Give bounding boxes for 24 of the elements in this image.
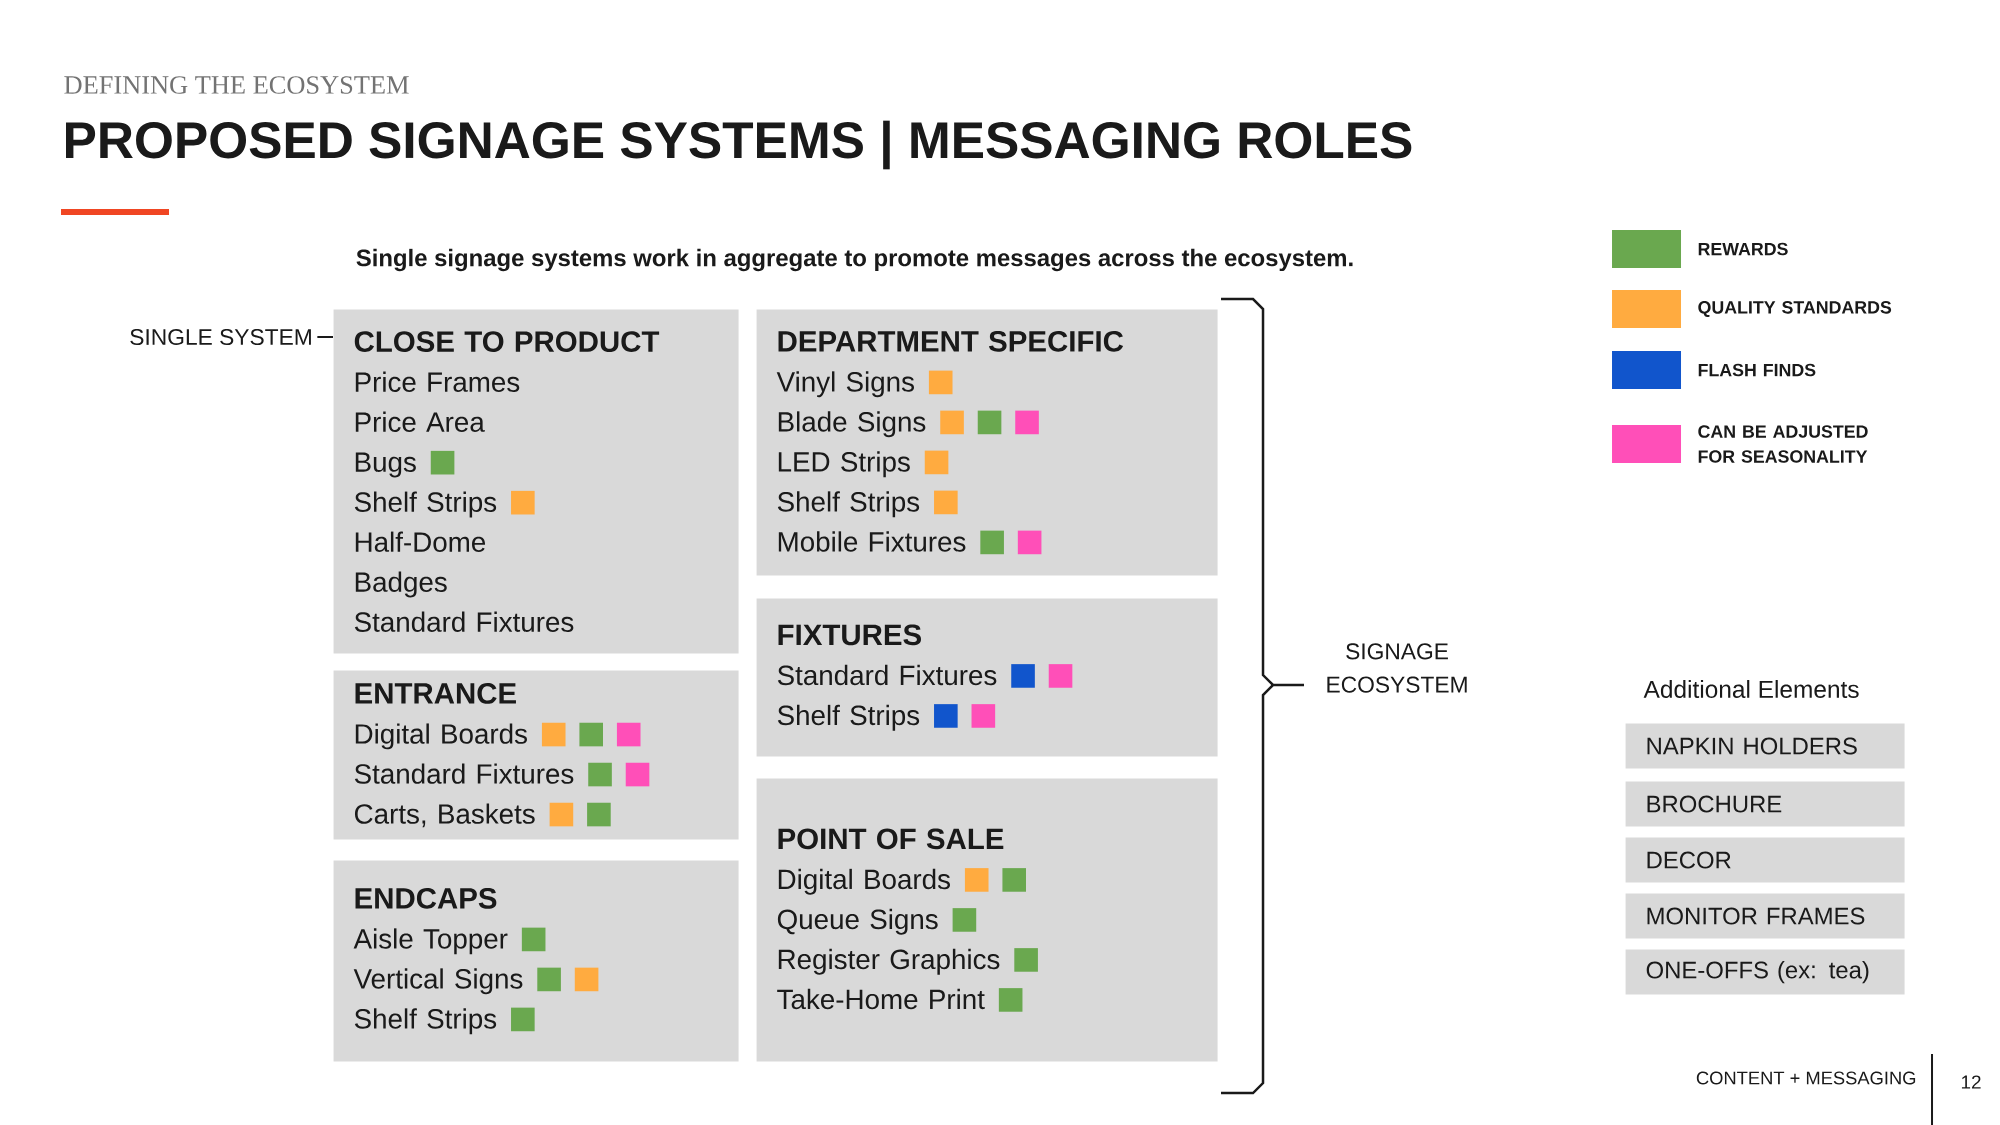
element-box: BROCHURE xyxy=(1625,781,1905,827)
title: PROPOSED SIGNAGE SYSTEMS | MESSAGING ROLES xyxy=(66,120,1412,170)
element-box: NAPKIN HOLDERS xyxy=(1625,723,1905,769)
leader-line xyxy=(316,336,334,338)
element-box: ONE-OFFS (ex: tea) xyxy=(1625,949,1905,995)
category-box: CLOSE TO PRODUCT Price Frames Price Area Bugs Shelf Strips Half-Dome Badges Standard Fixtures xyxy=(333,309,739,654)
category-box: POINT OF SALE Digital Boards Queue Signs Register Graphics Take-Home Print xyxy=(756,778,1218,1062)
legend-label: FLASH FINDS xyxy=(1698,363,1816,377)
footer-text: CONTENT + MESSAGING xyxy=(1696,1071,1916,1085)
page-number: 12 xyxy=(1961,1075,1981,1089)
category-box: FIXTURES Standard Fixtures Shelf Strips xyxy=(756,598,1218,757)
bracket-label: SIGNAGE ECOSYSTEM xyxy=(1327,643,1467,693)
section-heading: Additional Elements xyxy=(1643,680,1859,698)
legend-label: QUALITY STANDARDS xyxy=(1698,301,1892,317)
category-box: DEPARTMENT SPECIFIC Vinyl Signs Blade Signs LED Strips Shelf Strips Mobile Fixtures xyxy=(756,309,1218,576)
category-box: ENDCAPS Aisle Topper Vertical Signs Shelf Strips xyxy=(333,860,739,1062)
kicker-text: DEFINING THE ECOSYSTEM xyxy=(64,76,409,94)
subtitle: Single signage systems work in aggregate to promote messages across the ecosystem. xyxy=(356,248,1353,272)
legend-label: CAN BE ADJUSTED FOR SEASONALITY xyxy=(1698,425,1868,463)
element-box: DECOR xyxy=(1625,837,1905,883)
category-box: ENTRANCE Digital Boards Standard Fixtures Carts, Baskets xyxy=(333,670,739,840)
element-box: MONITOR FRAMES xyxy=(1625,893,1905,939)
side-label: SINGLE SYSTEM xyxy=(130,328,311,346)
legend-label: REWARDS xyxy=(1698,242,1788,256)
